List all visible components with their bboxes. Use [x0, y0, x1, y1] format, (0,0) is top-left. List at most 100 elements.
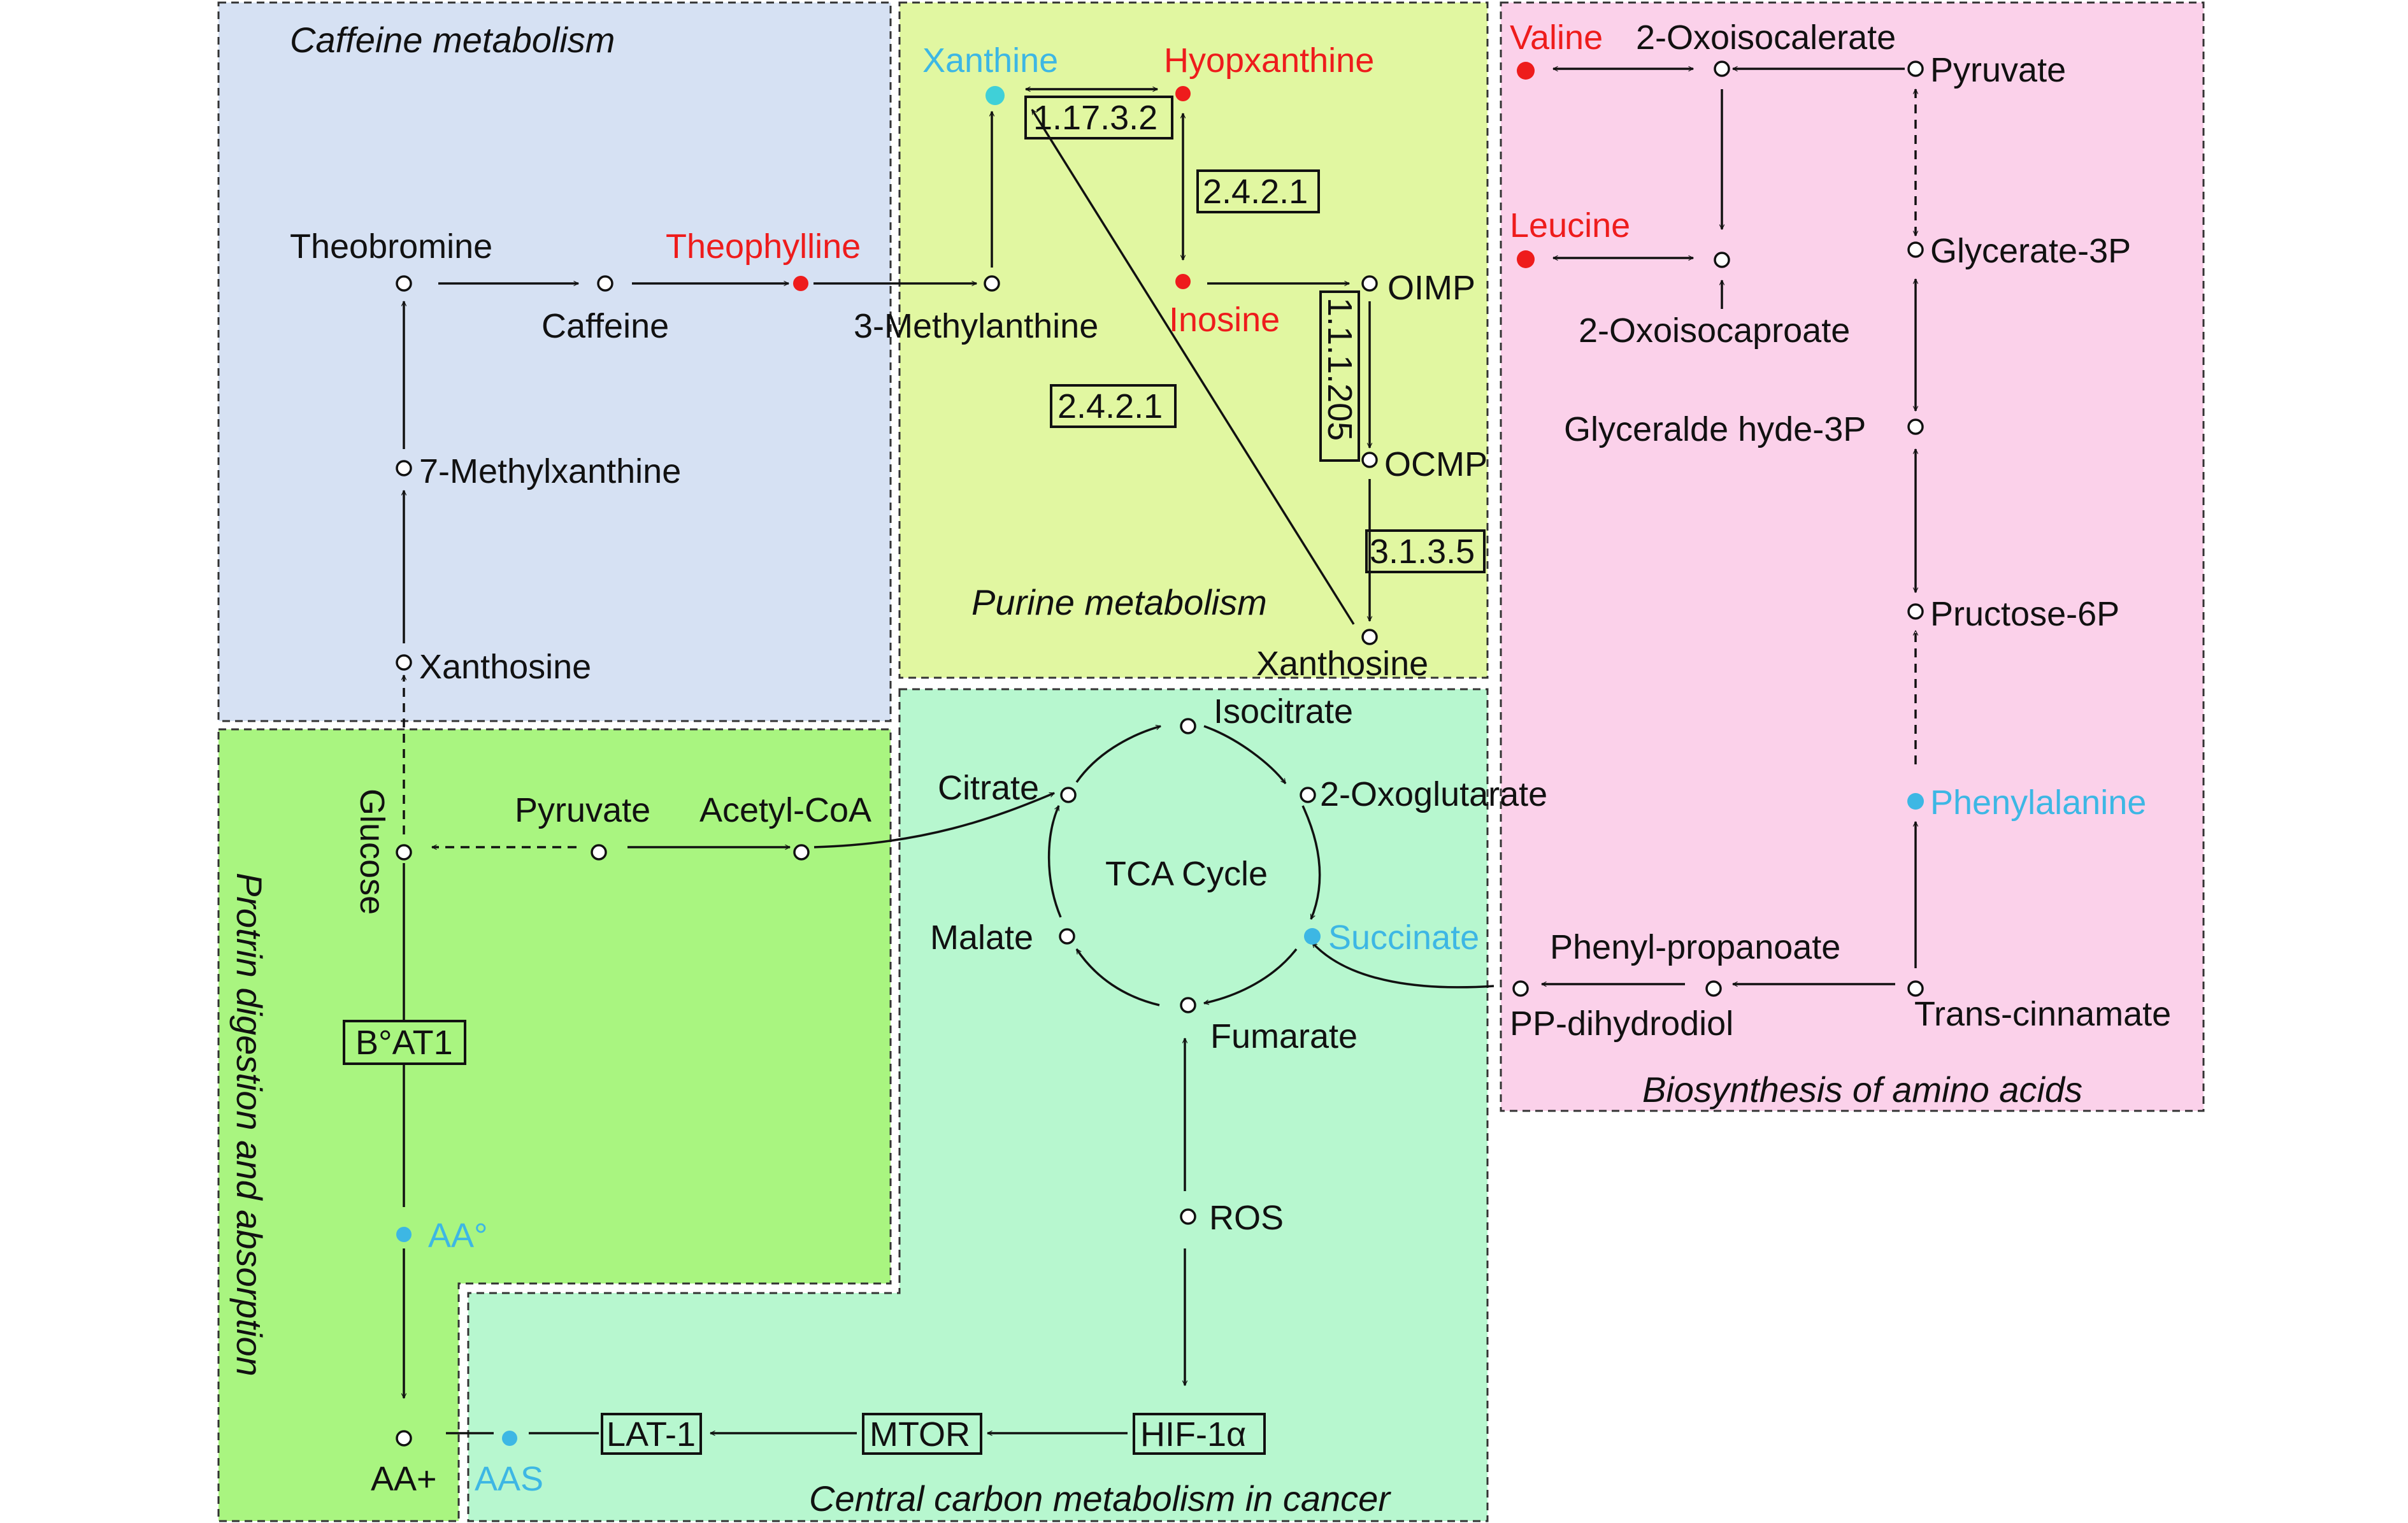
node-malate — [1059, 928, 1075, 945]
label-acetylcoa: Acetyl-CoA — [699, 791, 871, 829]
node-oimp — [1361, 275, 1378, 292]
node-ros — [1180, 1208, 1196, 1225]
label-ocmp: OCMP — [1384, 445, 1487, 483]
enzyme-box-3 — [1050, 384, 1177, 428]
label-glucose: Glucose — [353, 789, 391, 915]
node-7methylxanthine — [396, 460, 412, 476]
mtor-box — [862, 1413, 982, 1455]
region-purine-metabolism — [898, 1, 1489, 679]
label-caffeine: Caffeine — [541, 307, 669, 345]
hif-box — [1133, 1413, 1266, 1455]
label-ppdihydrodiol: PP-dihydrodiol — [1510, 1005, 1733, 1043]
node-3methylxanthine — [984, 275, 1000, 292]
node-oxoglutarate — [1300, 787, 1316, 803]
label-aadeg: AA° — [428, 1217, 488, 1255]
region-caffeine-metabolism — [217, 1, 892, 722]
hif-label: HIF-1α — [1140, 1415, 1246, 1454]
label-theophylline: Theophylline — [666, 227, 861, 266]
label-xanthosine-left: Xanthosine — [419, 648, 591, 686]
transporter-lat1-box — [601, 1413, 702, 1455]
label-glyceraldehyde3p: Glyceralde hyde-3P — [1564, 410, 1866, 448]
node-valine — [1517, 62, 1535, 80]
enzyme-box-2 — [1196, 169, 1320, 213]
label-fructose6p: Pructose-6P — [1930, 595, 2119, 633]
node-glucose — [396, 844, 412, 861]
node-xanthine — [985, 86, 1005, 105]
label-xanthosine-right: Xanthosine — [1256, 645, 1428, 683]
label-pyruvate-left: Pyruvate — [515, 791, 650, 829]
node-theophylline — [793, 276, 808, 291]
label-phenylpropanoate: Phenyl-propanoate — [1550, 928, 1840, 966]
amino-region-title: Biosynthesis of amino acids — [1642, 1069, 2082, 1110]
label-transcinnamate: Trans-cinnamate — [1914, 995, 2171, 1033]
central-region-title: Central carbon metabolism in cancer — [809, 1478, 1391, 1519]
label-theobromine: Theobromine — [290, 227, 492, 266]
protein-region-title: Protrin digestion and absorption — [229, 873, 269, 1376]
node-fructose6p — [1907, 603, 1924, 620]
label-xanthine: Xanthine — [922, 41, 1058, 80]
caffeine-region-title: Caffeine metabolism — [290, 20, 615, 60]
label-inosine: Inosine — [1169, 301, 1280, 339]
enzyme-2-label: 2.4.2.1 — [1203, 173, 1308, 211]
label-pyruvate-right: Pyruvate — [1930, 51, 2066, 89]
label-7methylxanthine: 7-Methylxanthine — [419, 452, 681, 490]
node-pyruvate-right — [1907, 61, 1924, 77]
label-3methylxanthine: 3-Methylanthine — [854, 307, 1098, 345]
label-valine: Valine — [1510, 18, 1603, 57]
enzyme-box-5 — [1365, 529, 1486, 573]
enzyme-4-label: 1.1.1.205 — [1321, 297, 1359, 441]
node-phenylalanine — [1907, 793, 1924, 810]
node-caffeine — [597, 275, 613, 292]
node-pyruvate-left — [591, 844, 607, 861]
node-transcinnamate — [1907, 980, 1924, 997]
node-glyceraldehyde3p — [1907, 418, 1924, 435]
enzyme-1-label: 1.17.3.2 — [1033, 99, 1157, 137]
label-isocitrate: Isocitrate — [1214, 692, 1353, 731]
edge-oxoglutarate-succinate — [1301, 805, 1321, 919]
node-phenylpropanoate — [1705, 980, 1722, 997]
label-oxoisocaproate: 2-Oxoisocaproate — [1579, 311, 1850, 350]
node-xanthosine-right — [1361, 629, 1378, 645]
transporter-lat1-label: LAT-1 — [606, 1415, 696, 1454]
label-malate: Malate — [930, 919, 1033, 957]
node-acetylcoa — [793, 844, 810, 861]
purine-region-title: Purine metabolism — [971, 582, 1267, 622]
mtor-label: MTOR — [870, 1415, 970, 1454]
label-fumarate: Fumarate — [1210, 1017, 1358, 1055]
enzyme-box-4 — [1319, 290, 1360, 462]
node-fumarate — [1180, 997, 1196, 1013]
node-xanthosine-left — [396, 654, 412, 671]
node-glycerate3p — [1907, 241, 1924, 258]
label-oxoglutarate: 2-Oxoglutarate — [1320, 775, 1547, 813]
transporter-batl-box — [343, 1020, 466, 1065]
enzyme-box-1 — [1024, 96, 1173, 139]
node-ppdihydrodiol — [1512, 980, 1529, 997]
node-hypoxanthine — [1175, 86, 1191, 101]
region-amino-acid-biosynthesis — [1500, 1, 2205, 1112]
edge-malate-citrate — [1047, 806, 1062, 918]
enzyme-5-label: 3.1.3.5 — [1370, 533, 1475, 571]
edge-acetylcoa-citrate — [813, 792, 1054, 848]
node-theobromine — [396, 275, 412, 292]
edge-xanthosine-xanthine — [1031, 110, 1355, 625]
node-inosine — [1175, 274, 1191, 289]
node-oxoisocaproate — [1714, 252, 1730, 268]
label-hypoxanthine: Hyopxanthine — [1164, 41, 1374, 80]
label-succinate: Succinate — [1328, 919, 1479, 957]
label-aas: AAS — [475, 1460, 543, 1498]
transporter-batl-label: B°AT1 — [355, 1024, 453, 1062]
label-ros: ROS — [1209, 1199, 1284, 1237]
node-ocmp — [1361, 452, 1378, 468]
label-tca-cycle: TCA Cycle — [1105, 855, 1268, 893]
label-citrate: Citrate — [938, 769, 1039, 807]
node-aadeg — [396, 1227, 412, 1242]
label-glycerate3p: Glycerate-3P — [1930, 232, 2131, 270]
node-aaplus — [396, 1430, 412, 1447]
label-aaplus: AA+ — [371, 1460, 437, 1498]
node-aas — [502, 1431, 517, 1446]
edge-citrate-isocitrate — [1075, 726, 1161, 783]
node-isocitrate — [1180, 718, 1196, 734]
label-leucine: Leucine — [1510, 206, 1630, 245]
node-oxoisocalerate — [1714, 61, 1730, 77]
node-succinate — [1304, 928, 1321, 945]
